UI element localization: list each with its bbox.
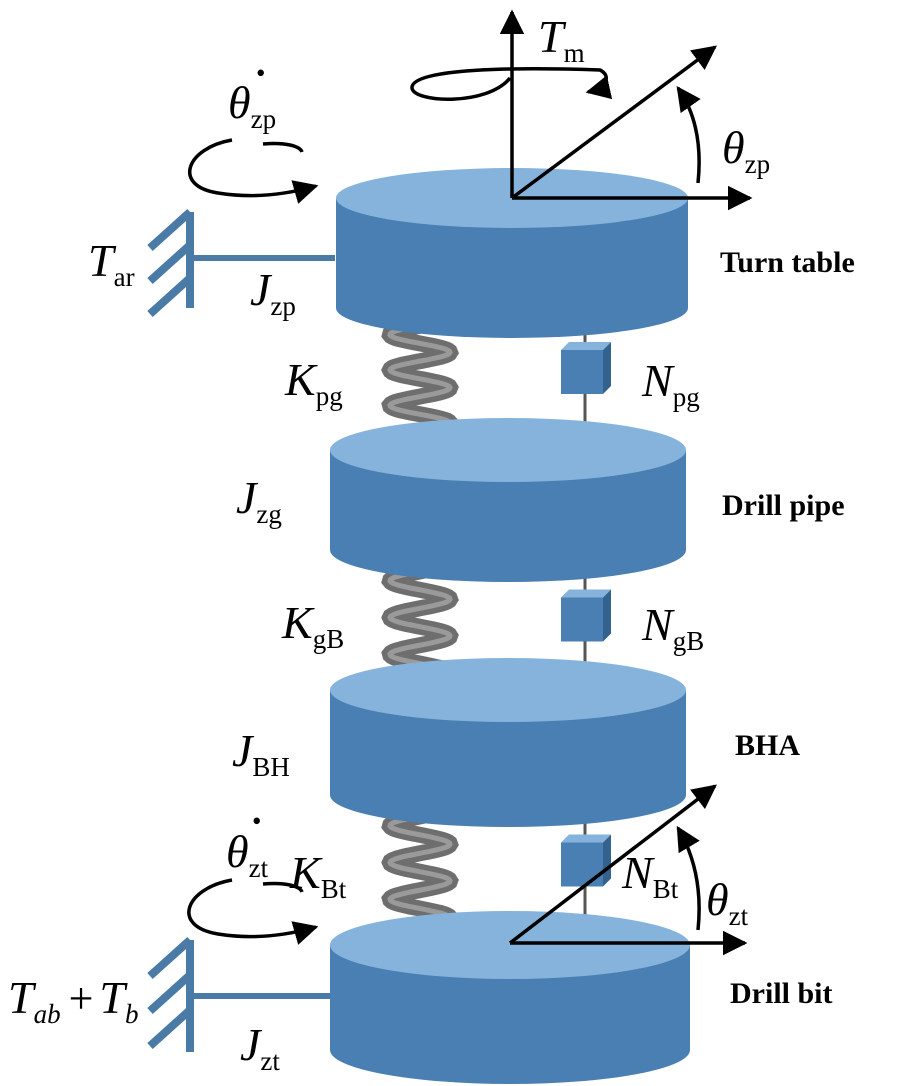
inertia-label-drillpipe: Jzg <box>236 472 282 529</box>
damper-label-gb: NgB <box>641 599 704 656</box>
bottom-fixed-support <box>147 937 330 1052</box>
disk-top-bha <box>330 658 686 722</box>
top-fixed-support <box>147 209 335 317</box>
damper-box-side-gb <box>603 589 611 642</box>
disks <box>330 168 690 1084</box>
inertia-label-turntable: Jzp <box>250 264 296 321</box>
inertia-label-drillbit: Jzt <box>240 1019 280 1076</box>
top-angle-axes <box>410 9 753 211</box>
component-name-turntable: Turn table <box>720 246 855 279</box>
disk-drillpipe <box>330 418 686 582</box>
damper-label-pg: Npg <box>641 355 700 412</box>
disk-side-turntable <box>336 198 688 338</box>
disk-top-drillpipe <box>330 418 686 482</box>
motor-rotation-arrow-icon <box>410 67 613 101</box>
bottom-angle-label: θzt <box>706 874 749 931</box>
bottom-speed-label: θzt <box>226 826 269 883</box>
top-speed-label: θzp <box>228 77 276 134</box>
bottom-speed-rotation-arrow-icon <box>187 878 319 945</box>
disk-top-drillbit <box>330 911 690 979</box>
top-speed-rotation-arrow-icon <box>187 138 319 204</box>
bottom-angle-axes <box>508 784 748 956</box>
component-name-drillpipe: Drill pipe <box>722 489 845 522</box>
damper-box-top-bt <box>561 834 611 843</box>
disk-side-drillbit <box>330 945 690 1084</box>
component-name-drillbit: Drill bit <box>730 977 833 1010</box>
damper-box-icon <box>561 350 603 394</box>
couplings <box>381 300 611 935</box>
bottom-resist-torque-label: Tab+Tb <box>8 972 139 1029</box>
disk-side-bha <box>330 690 686 827</box>
damper-box-top-gb <box>561 589 611 598</box>
damper-label-bt: NBt <box>621 847 679 904</box>
spring-label-pg: Kpg <box>284 354 343 411</box>
damper-box-icon <box>561 842 603 887</box>
disk-bha <box>330 658 686 827</box>
hatched-wall-icon <box>147 937 193 1049</box>
bottom-speed-dot: • <box>252 806 261 836</box>
hatched-wall-icon <box>147 209 193 317</box>
component-name-bha: BHA <box>735 729 800 762</box>
top-speed-dot: • <box>256 58 265 88</box>
inertia-label-bha: JBH <box>232 725 290 782</box>
spring-label-bt: KBt <box>289 847 347 904</box>
disk-drillbit <box>330 911 690 1084</box>
damper-box-top-pg <box>561 342 611 350</box>
damper-box-icon <box>561 597 603 642</box>
motor-torque-label: Tm <box>538 11 585 68</box>
spring-label-gb: KgB <box>281 597 344 654</box>
damper-box-side-pg <box>603 342 611 394</box>
top-resist-torque-label: Tar <box>88 235 135 292</box>
damper-box-side-bt <box>603 834 611 887</box>
disk-side-drillpipe <box>330 450 686 582</box>
top-angle-label: θzp <box>722 122 770 179</box>
